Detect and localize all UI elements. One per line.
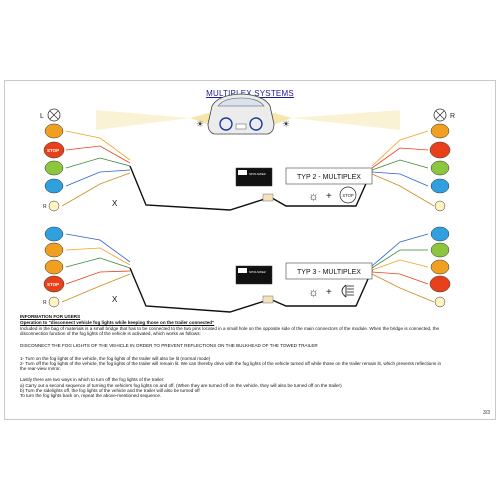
typ2-label: TYP 2 - MULTIPLEX — [297, 174, 361, 181]
left-lamp-column-top: STOP R — [43, 123, 65, 212]
left-beam-long — [96, 110, 190, 130]
svg-text:R: R — [43, 300, 47, 306]
right-beam — [270, 112, 292, 126]
reverse-lamp-icon — [44, 160, 64, 176]
fog-lamp-symbol-icon — [341, 284, 354, 298]
plus-sign: + — [326, 287, 332, 298]
multiplex-module-top: SPOLSWEZ — [235, 167, 274, 202]
side-label-right: R — [450, 113, 455, 120]
info-caps: DISCONNECT THE FOG LIGHTS OF THE VEHICLE… — [20, 343, 318, 348]
sun-icon: ☼ — [308, 285, 319, 299]
page-number: 3/3 — [483, 410, 490, 416]
left-harness-bottom — [61, 233, 269, 313]
info-lastly: Lastly there are two ways in which to tu… — [20, 377, 165, 382]
info-heading: INFORMATION FOR USERS — [20, 314, 81, 319]
multiplex-module-bottom: SPOLSWEZ — [235, 265, 274, 304]
connector-plug-icon — [262, 295, 274, 304]
info-option-a: a) Carry out a second sequence of turnin… — [20, 383, 342, 388]
rear-lamp-label: R — [43, 204, 47, 210]
info-back-on: To turn the fog lights back on, repeat t… — [20, 393, 162, 398]
cross-marker: X — [112, 199, 118, 208]
fog-bulb-icon: ☀ — [282, 119, 290, 129]
info-para1: Included in the bag of materials is a sm… — [20, 326, 440, 331]
info-step2: 2- Turn off the fog lights of the vehicl… — [20, 361, 442, 366]
stop-icon — [339, 186, 357, 204]
right-lamp-column-top — [429, 123, 451, 212]
sun-icon: ☼ — [308, 189, 319, 203]
car-rear-icon — [207, 93, 275, 135]
page-title: MULTIPLEX SYSTEMS — [206, 89, 294, 98]
left-harness-top — [61, 130, 269, 211]
right-beam-long — [292, 110, 400, 130]
cross-marker: X — [112, 295, 118, 304]
svg-text:STOP: STOP — [47, 282, 59, 287]
svg-text:SPOLSWEZ: SPOLSWEZ — [249, 270, 266, 274]
side-label-left: L — [40, 113, 44, 120]
plate-lamp-icon — [48, 200, 60, 212]
typ3-label: TYP 3 - MULTIPLEX — [297, 269, 361, 276]
stop-lamp-label: STOP — [47, 148, 59, 153]
typ3-label-box — [285, 262, 373, 280]
left-lamp-column-bottom: STOP R — [43, 226, 65, 308]
fog-bulb-icon: ☀ — [196, 119, 204, 129]
right-harness-bottom — [271, 233, 435, 307]
stop-icon-label: STOP — [342, 193, 354, 198]
info-step2b: the rear-view mirror. — [20, 366, 61, 371]
info-step1: 1- Turn on the fog lights of the vehicle… — [20, 356, 211, 361]
svg-text:SPOLSWEZ: SPOLSWEZ — [249, 172, 266, 176]
right-lamp-column-bottom — [429, 226, 451, 308]
info-subheading: Operation to "disconnect vehicle fog lig… — [20, 320, 215, 325]
typ2-label-box — [285, 167, 373, 185]
fog-lamp-icon — [44, 178, 64, 194]
plus-sign: + — [326, 191, 332, 202]
turn-lamp-icon — [44, 123, 64, 139]
info-para1b: disconnection function of the fog lights… — [20, 331, 201, 336]
stop-lamp-icon — [43, 141, 65, 159]
right-harness-top — [271, 130, 435, 207]
info-option-b: b) Turn the sidelights off, the fog ligh… — [20, 388, 200, 393]
left-beam — [190, 112, 212, 126]
connector-plug-icon — [262, 193, 274, 202]
